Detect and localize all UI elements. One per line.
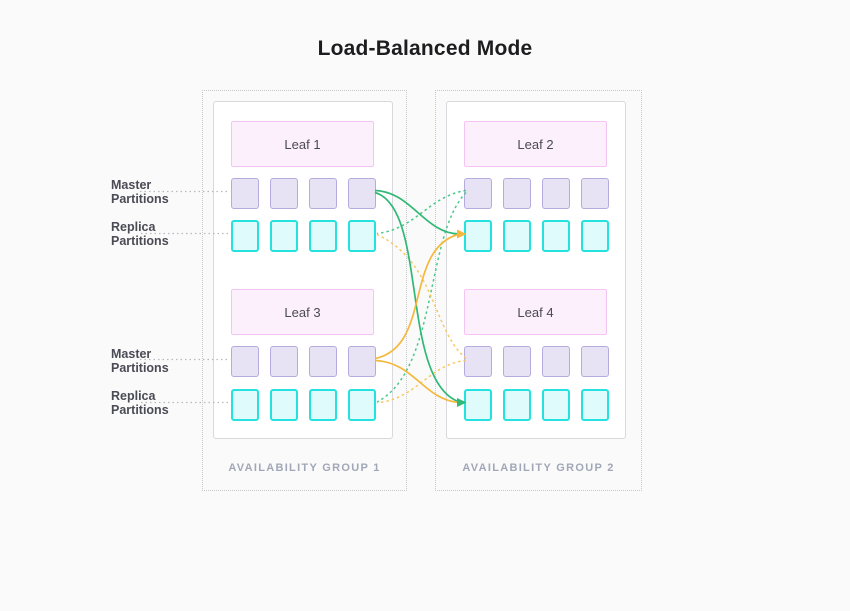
leaf-2-master-partitions-row [464, 178, 609, 209]
replica-partition [464, 389, 492, 421]
master-partition [231, 346, 259, 377]
master-partitions-label: Master Partitions [111, 347, 169, 375]
leaf-2-box: Leaf 2 [464, 121, 607, 167]
replica-partition [542, 389, 570, 421]
master-partition [581, 346, 609, 377]
replica-partition [231, 220, 259, 252]
replica-partition [231, 389, 259, 421]
leaf-node-card: Leaf 2 Leaf 4 [446, 101, 626, 439]
master-partition [270, 178, 298, 209]
leaf-3-master-partitions-row [231, 346, 376, 377]
replica-partition [309, 220, 337, 252]
master-partition [581, 178, 609, 209]
master-partition [309, 178, 337, 209]
leaf-4-master-partitions-row [464, 346, 609, 377]
leaf-node-card: Leaf 1 Leaf 3 [213, 101, 393, 439]
availability-group-2: Leaf 2 Leaf 4 [435, 90, 642, 491]
leaf-3-box: Leaf 3 [231, 289, 374, 335]
master-partition [542, 346, 570, 377]
master-partition [464, 346, 492, 377]
availability-group-2-label: AVAILABILITY GROUP 2 [462, 462, 615, 474]
replica-partition [348, 389, 376, 421]
master-partition [503, 346, 531, 377]
leaf-2-replica-partitions-row [464, 220, 609, 252]
master-partition [348, 346, 376, 377]
leaf-4-box: Leaf 4 [464, 289, 607, 335]
master-partition [542, 178, 570, 209]
replica-partition [581, 220, 609, 252]
master-partition [348, 178, 376, 209]
replica-partition [270, 220, 298, 252]
leaf-1-master-partitions-row [231, 178, 376, 209]
replica-partitions-label: Replica Partitions [111, 389, 169, 417]
master-partition [270, 346, 298, 377]
master-partition [309, 346, 337, 377]
replica-partition [309, 389, 337, 421]
leaf-1-replica-partitions-row [231, 220, 376, 252]
master-partitions-label: Master Partitions [111, 178, 169, 206]
master-partition [503, 178, 531, 209]
replica-partition [581, 389, 609, 421]
replica-partition [464, 220, 492, 252]
master-partition [464, 178, 492, 209]
replica-partitions-label: Replica Partitions [111, 220, 169, 248]
page-title: Load-Balanced Mode [317, 37, 533, 60]
replica-partition [503, 389, 531, 421]
replica-partition [503, 220, 531, 252]
replica-partition [348, 220, 376, 252]
availability-group-1: Leaf 1 Leaf 3 [202, 90, 407, 491]
availability-group-1-label: AVAILABILITY GROUP 1 [228, 462, 381, 474]
replica-partition [542, 220, 570, 252]
leaf-4-replica-partitions-row [464, 389, 609, 421]
replica-partition [270, 389, 298, 421]
leaf-3-replica-partitions-row [231, 389, 376, 421]
master-partition [231, 178, 259, 209]
leaf-1-box: Leaf 1 [231, 121, 374, 167]
